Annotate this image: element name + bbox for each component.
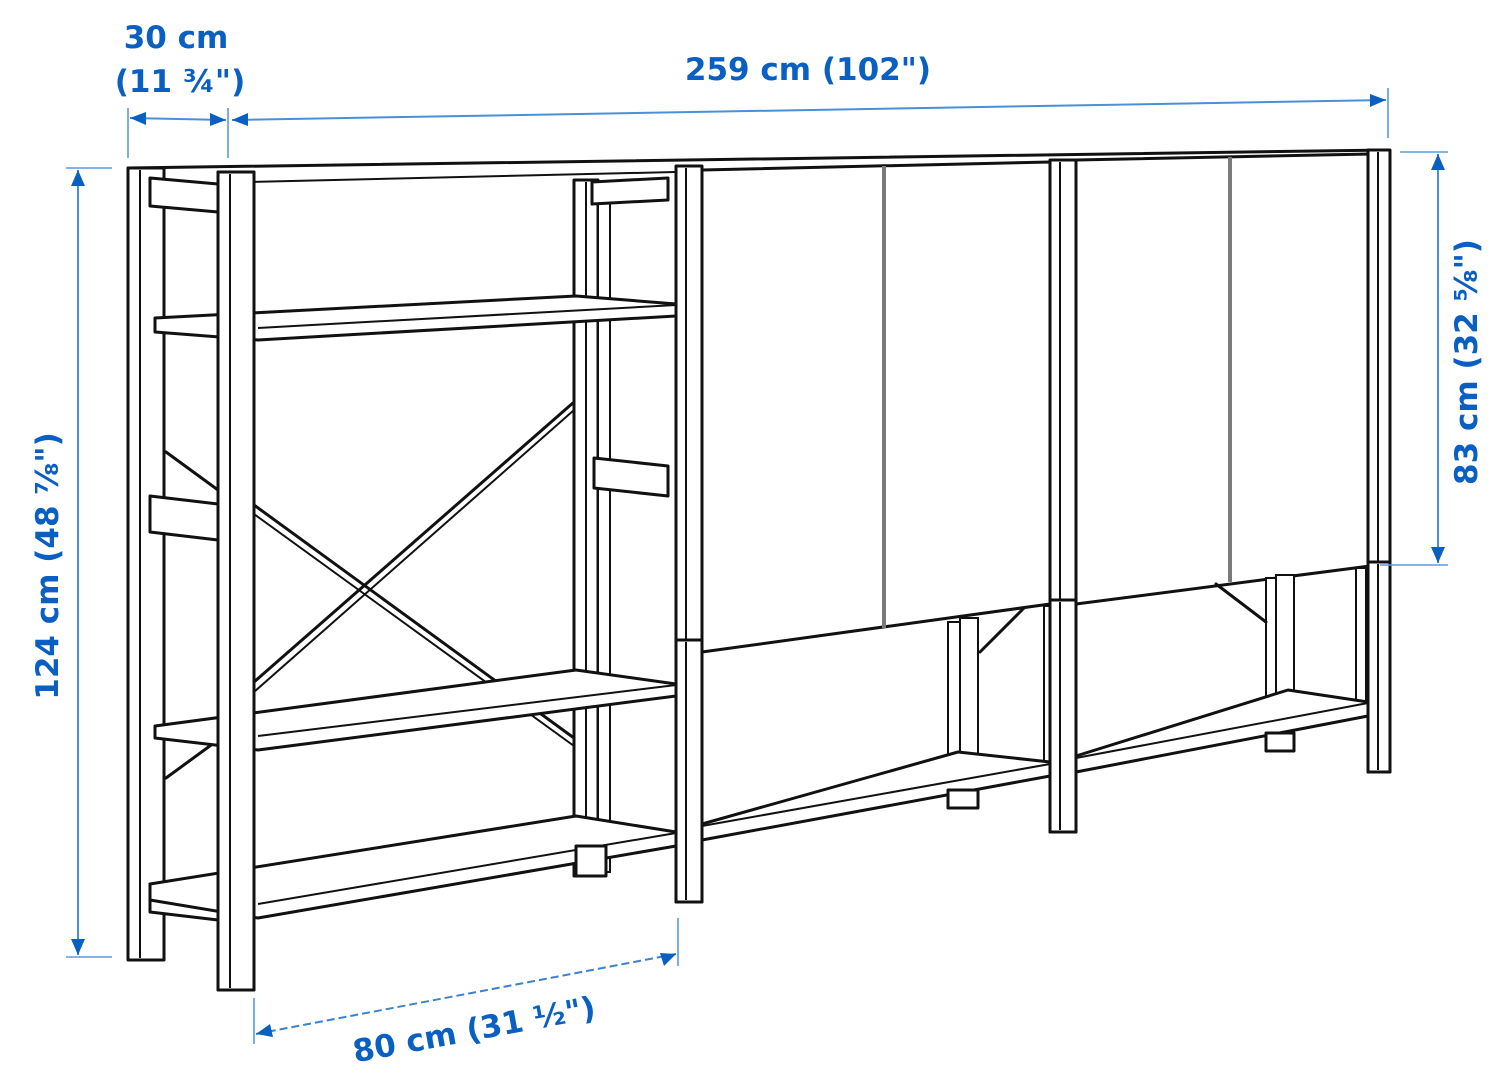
arrow-down-icon <box>1431 547 1445 563</box>
depth-label-cm: 30 cm <box>124 20 229 56</box>
total-height-label: 124 cm (48 ⅞") <box>30 432 66 699</box>
depth-label-inch: (11 ¾") <box>115 64 246 100</box>
arrow-left-icon <box>130 112 146 125</box>
shelf-foot <box>574 844 608 878</box>
shelving-unit-drawing <box>126 148 1392 992</box>
arrow-down-icon <box>71 939 85 955</box>
arrow-left-icon <box>232 113 248 126</box>
arrow-right-icon <box>1370 94 1386 107</box>
arrow-left-icon <box>256 1024 273 1037</box>
arrow-right-icon <box>660 953 676 966</box>
width-dimension: 259 cm (102") <box>231 52 1389 138</box>
side-rung <box>148 176 220 214</box>
door-panel-bay-2 <box>1074 152 1372 606</box>
cabinet-height-label: 83 cm (32 ⅝") <box>1449 239 1485 485</box>
total-width-label: 259 cm (102") <box>685 52 931 88</box>
depth-dimension: 30 cm (11 ¾") <box>115 20 246 158</box>
cabinet-section <box>700 148 1392 842</box>
rear-left-post <box>126 166 166 962</box>
side-rung <box>148 494 220 542</box>
section-width-dimension: 80 cm (31 ½") <box>253 918 679 1070</box>
side-rung <box>590 176 670 206</box>
side-rung <box>592 456 670 498</box>
cabinet-height-dimension: 83 cm (32 ⅝") <box>1380 151 1485 566</box>
arrow-up-icon <box>71 170 85 186</box>
section-width-label: 80 cm (31 ½") <box>350 990 598 1070</box>
arrow-right-icon <box>210 113 226 126</box>
door-panel-bay-1 <box>700 160 1052 654</box>
open-section <box>126 166 678 992</box>
shelf-foot <box>946 788 980 810</box>
arrow-up-icon <box>1431 154 1445 170</box>
shelf-foot <box>1264 731 1296 753</box>
height-dimension: 124 cm (48 ⅞") <box>30 167 112 958</box>
